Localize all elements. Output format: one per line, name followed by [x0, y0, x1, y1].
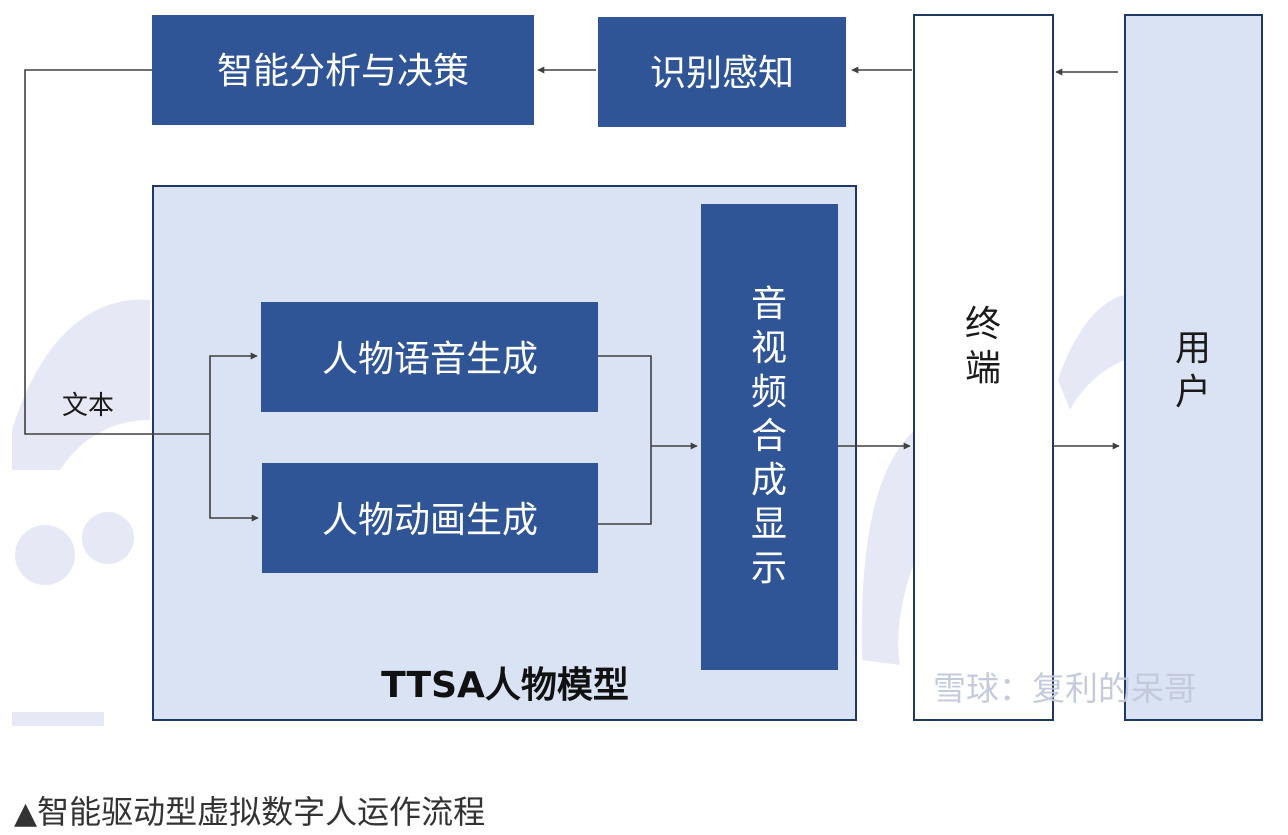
animation-block	[262, 463, 598, 573]
analysis-label: 智能分析与决策	[217, 51, 469, 92]
av-display-label: 音视频合成显示	[751, 284, 787, 589]
arrow-text-to-animation	[209, 434, 259, 522]
user-label: 用户	[1175, 328, 1211, 413]
animation-label: 人物动画生成	[322, 500, 538, 541]
caption-text: 智能驱动型虚拟数字人运作流程	[37, 793, 486, 831]
text-edge-label: 文本	[62, 391, 114, 421]
speech-block	[261, 302, 598, 412]
caption-triangle-icon: ▲	[14, 796, 38, 831]
ttsa-model-label: TTSA人物模型	[381, 665, 629, 706]
perception-label: 识别感知	[650, 53, 794, 94]
figure-caption: ▲智能驱动型虚拟数字人运作流程	[14, 792, 485, 832]
terminal-box	[913, 14, 1054, 721]
user-box	[1124, 14, 1263, 721]
av-display-block	[701, 204, 838, 670]
connectors	[24, 66, 1120, 525]
arrow-text-to-speech	[209, 352, 258, 434]
terminal-label: 终端	[965, 304, 1001, 389]
speech-label: 人物语音生成	[322, 339, 538, 380]
line-analysis-to-text	[24, 69, 210, 435]
line-speech-to-merge	[598, 355, 652, 525]
analysis-block	[152, 15, 534, 125]
background-watermark	[12, 295, 1125, 726]
perception-block	[598, 17, 846, 127]
watermark-text: 雪球：复利的呆哥	[933, 669, 1197, 708]
